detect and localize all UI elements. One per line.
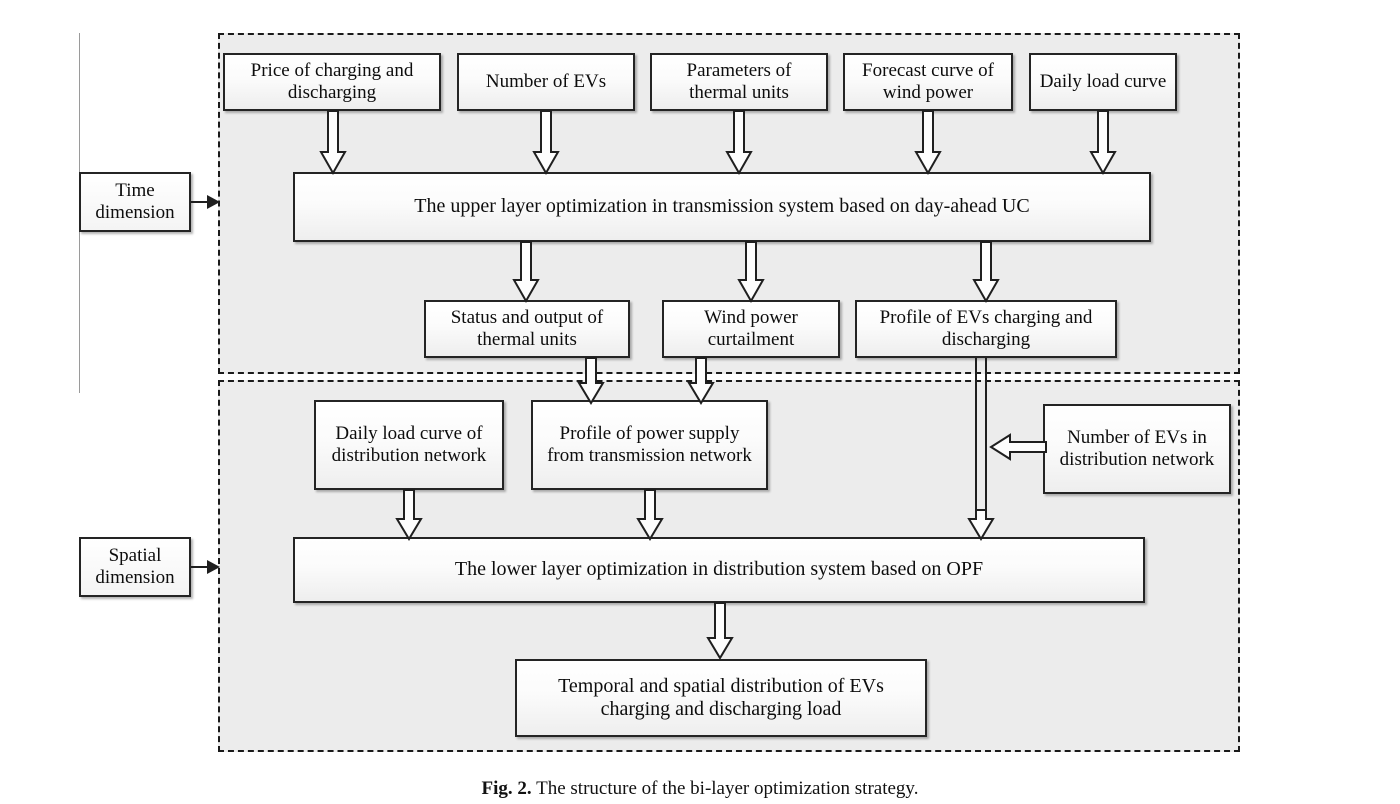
arrow-upper-layer-to-wind-curtailment [737,241,765,304]
arrow-lower-layer-to-final-output [706,602,734,660]
output-box-status-and-output-of-thermal-units: Status and output of thermal units [424,300,630,358]
figure-caption: Fig. 2. The structure of the bi-layer op… [0,778,1400,800]
figure-caption-text: The structure of the bi-layer optimizati… [536,778,919,799]
output-box-profile-of-evs-charging-and-discharging: Profile of EVs charging and discharging [855,300,1117,358]
process-box-lower-layer-optimization: The lower layer optimization in distribu… [293,537,1145,603]
dimension-label-spatial: Spatial dimension [79,537,191,597]
figure-caption-label: Fig. 2. [481,778,532,799]
arrow-price-to-upper-layer [319,110,347,176]
arrow-dist-daily-load-to-lower-layer [395,489,423,541]
arrow-wind-forecast-to-upper-layer [914,110,942,176]
arrow-dist-ev-number-to-ev-profile-rail [989,433,1047,461]
output-box-temporal-and-spatial-distribution-of-evs: Temporal and spatial distribution of EVs… [515,659,927,737]
input-box-number-of-evs-in-distribution-network: Number of EVs in distribution network [1043,404,1231,494]
arrow-ev-profile-to-lower-layer [967,509,995,541]
arrow-wind-curtailment-to-power-supply-profile [687,357,715,405]
output-box-wind-power-curtailment: Wind power curtailment [662,300,840,358]
input-box-number-of-evs: Number of EVs [457,53,635,111]
connector-ev-profile-to-lower-layer [975,358,987,518]
process-box-upper-layer-optimization: The upper layer optimization in transmis… [293,172,1151,242]
input-box-parameters-of-thermal-units: Parameters of thermal units [650,53,828,111]
input-box-daily-load-curve-of-distribution-network: Daily load curve of distribution network [314,400,504,490]
input-box-price-of-charging-and-discharging: Price of charging and discharging [223,53,441,111]
time-dimension-pointer-icon [191,193,221,211]
arrow-number-of-evs-to-upper-layer [532,110,560,176]
arrow-upper-layer-to-thermal-status [512,241,540,304]
arrow-upper-layer-to-ev-profile [972,241,1000,304]
arrow-thermal-status-to-power-supply-profile [577,357,605,405]
arrow-power-supply-profile-to-lower-layer [636,489,664,541]
input-box-forecast-curve-of-wind-power: Forecast curve of wind power [843,53,1013,111]
dimension-label-time: Time dimension [79,172,191,232]
input-box-profile-of-power-supply-from-transmission-network: Profile of power supply from transmissio… [531,400,768,490]
arrow-daily-load-to-upper-layer [1089,110,1117,176]
arrow-thermal-params-to-upper-layer [725,110,753,176]
input-box-daily-load-curve: Daily load curve [1029,53,1177,111]
spatial-dimension-pointer-icon [191,558,221,576]
